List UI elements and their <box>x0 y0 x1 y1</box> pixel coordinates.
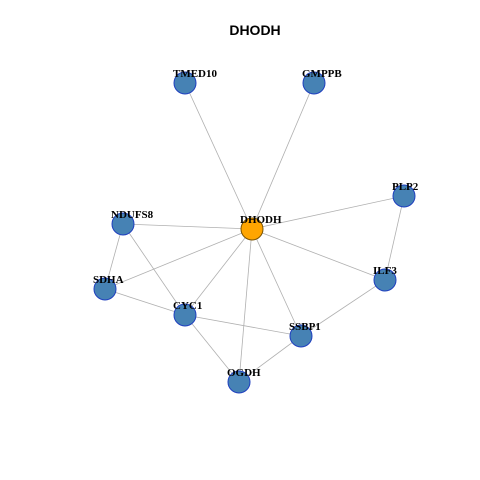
node-label-gmppb: GMPPB <box>302 68 342 80</box>
node-label-dhodh: DHODH <box>240 214 282 226</box>
node-label-ndufs8: NDUFS8 <box>111 209 154 221</box>
edge-dhodh-ndufs8 <box>122 223 253 230</box>
edge-sdha-cyc1 <box>104 288 186 316</box>
edge-dhodh-ilf3 <box>251 228 386 281</box>
node-sdha[interactable] <box>93 277 117 301</box>
node-label-ogdh: OGDH <box>227 367 261 379</box>
edge-dhodh-gmppb <box>251 82 315 230</box>
edge-cyc1-ssbp1 <box>184 314 302 337</box>
edge-dhodh-ogdh <box>238 228 253 383</box>
edge-dhodh-plp2 <box>251 195 405 230</box>
node-ssbp1[interactable] <box>289 324 313 348</box>
node-label-ssbp1: SSBP1 <box>289 321 321 333</box>
edge-plp2-ilf3 <box>384 195 405 281</box>
node-dhodh[interactable] <box>240 217 264 241</box>
node-label-tmed10: TMED10 <box>173 68 218 80</box>
node-label-ilf3: ILF3 <box>373 265 397 277</box>
edge-dhodh-ssbp1 <box>251 228 302 337</box>
node-ilf3[interactable] <box>373 268 397 292</box>
node-tmed10[interactable] <box>173 71 197 95</box>
node-gmppb[interactable] <box>302 71 326 95</box>
edge-dhodh-cyc1 <box>184 228 253 316</box>
node-label-sdha: SDHA <box>93 274 124 286</box>
edge-ilf3-ssbp1 <box>300 279 386 337</box>
edge-layer <box>104 82 405 383</box>
node-plp2[interactable] <box>392 184 416 208</box>
edge-ndufs8-cyc1 <box>122 223 186 316</box>
node-layer <box>93 71 416 394</box>
node-ogdh[interactable] <box>227 370 251 394</box>
diagram-title: DHODH <box>229 22 280 38</box>
edge-cyc1-ogdh <box>184 314 240 383</box>
node-cyc1[interactable] <box>173 303 197 327</box>
edge-dhodh-tmed10 <box>184 82 253 230</box>
edge-dhodh-sdha <box>104 228 253 290</box>
node-label-cyc1: CYC1 <box>173 300 202 312</box>
node-ndufs8[interactable] <box>111 212 135 236</box>
node-label-plp2: PLP2 <box>392 181 419 193</box>
edge-ssbp1-ogdh <box>238 335 302 383</box>
